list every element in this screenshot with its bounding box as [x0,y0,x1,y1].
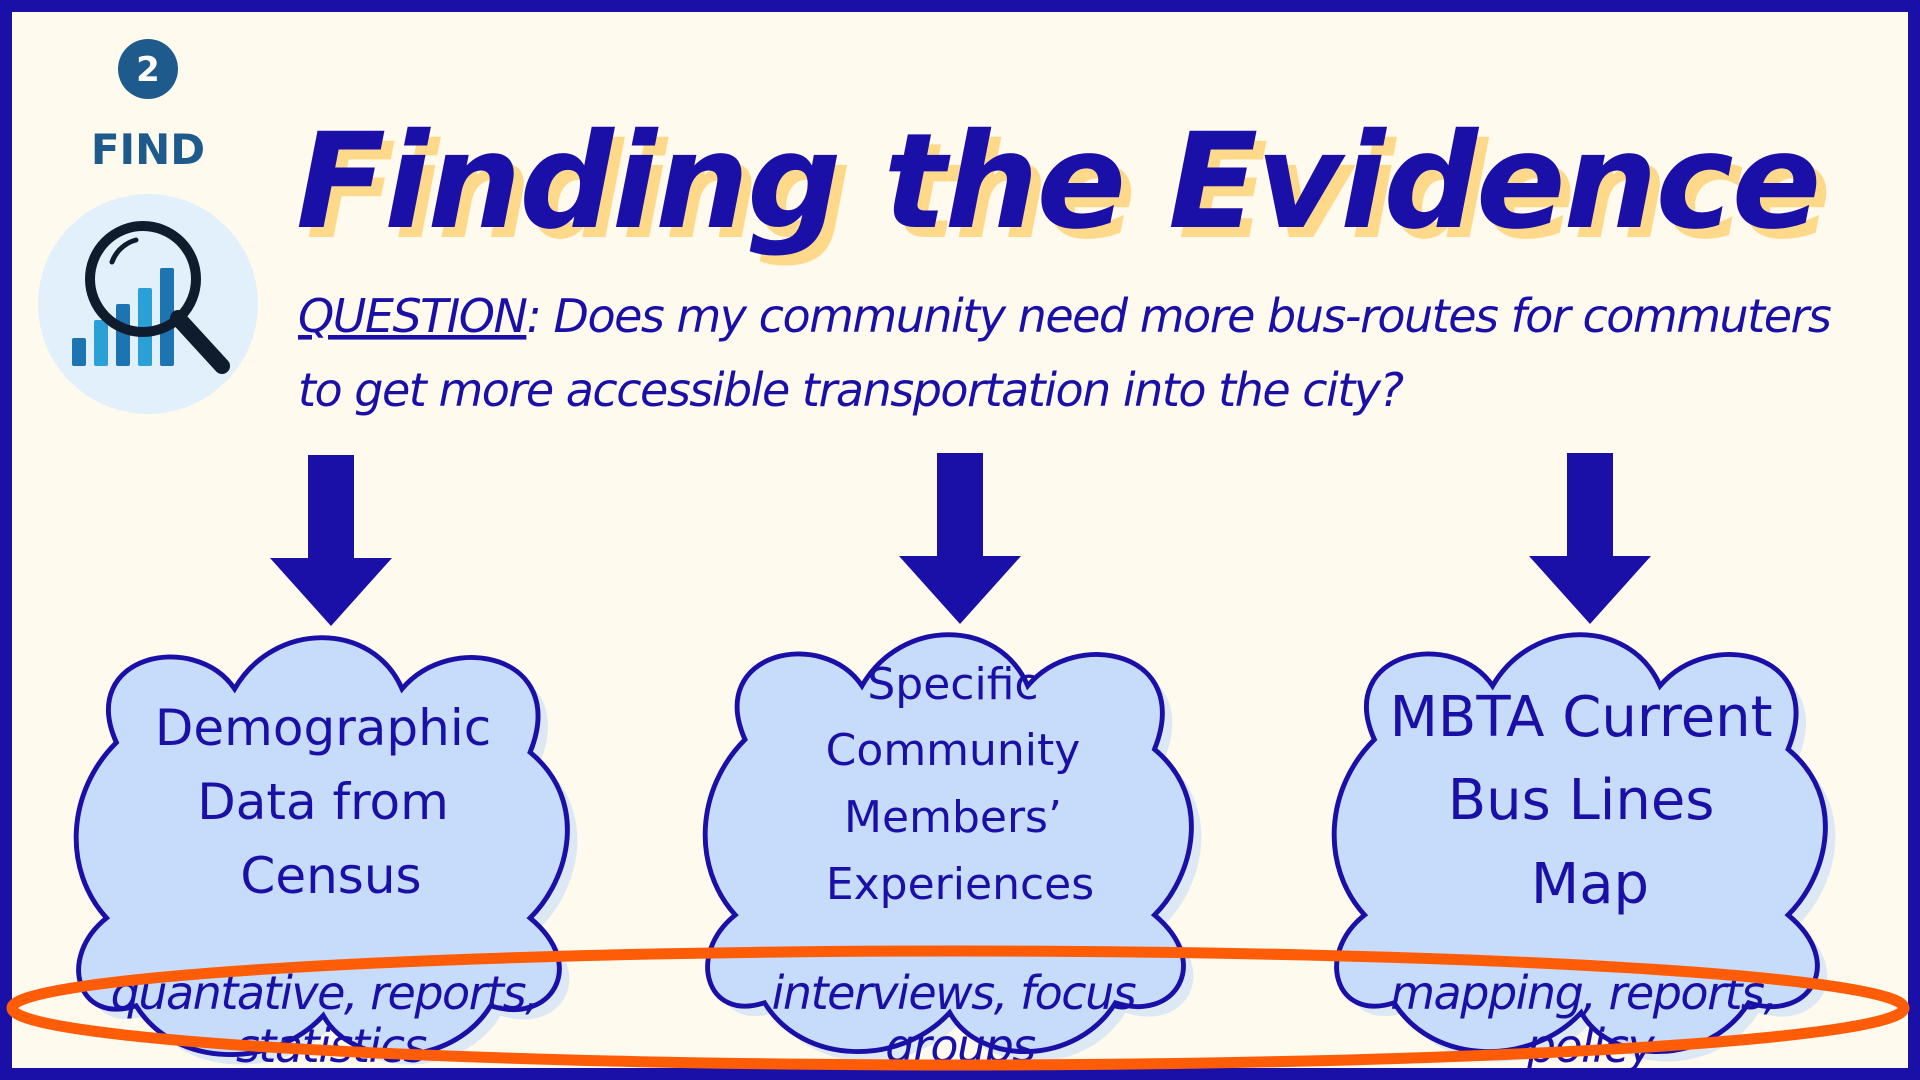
highlight-ellipse [6,945,1910,1071]
caption-community-line: interviews, focus [772,966,1136,1020]
question-prefix: QUESTION [298,289,528,343]
cloud-census-label: Demographic Data from Census [155,699,507,905]
cloud-community-line: Experiences [826,859,1094,910]
magnifier-chart-icon [38,194,258,414]
arrow-down-icon [1529,453,1651,624]
step-indicator: 2 FIND [91,39,205,174]
cloud-community-line: Community [826,725,1081,776]
caption-community: interviews, focus groups [772,966,1149,1073]
question-line-1: QUESTION: Does my community need more bu… [298,289,1831,343]
arrow-down-icon [270,455,392,626]
cloud-community-line: Specific [867,659,1038,710]
cloud-mbta-line: Bus Lines [1448,768,1715,833]
cloud-mbta-line: MBTA Current [1390,685,1773,750]
page-title: Finding the Evidence [296,105,1819,259]
cloud-community-line: Members’ [844,792,1062,843]
cloud-census-line: Demographic [155,699,491,757]
cloud-census-line: Data from [197,773,449,831]
step-label: FIND [91,125,205,174]
cloud-mbta-label: MBTA Current Bus Lines Map [1390,685,1791,917]
step-number-badge [118,39,178,99]
step-number: 2 [136,50,160,90]
question-line-2: to get more accessible transportation in… [298,363,1404,417]
cloud-census-line: Census [240,847,421,905]
cloud-community-label: Specific Community Members’ Experiences [826,659,1095,910]
cloud-mbta-line: Map [1531,852,1649,917]
title-shadow: Finding the Evidence [306,115,1829,269]
arrow-down-icon [899,453,1021,624]
question-text-1: : Does my community need more bus-routes… [526,289,1830,343]
